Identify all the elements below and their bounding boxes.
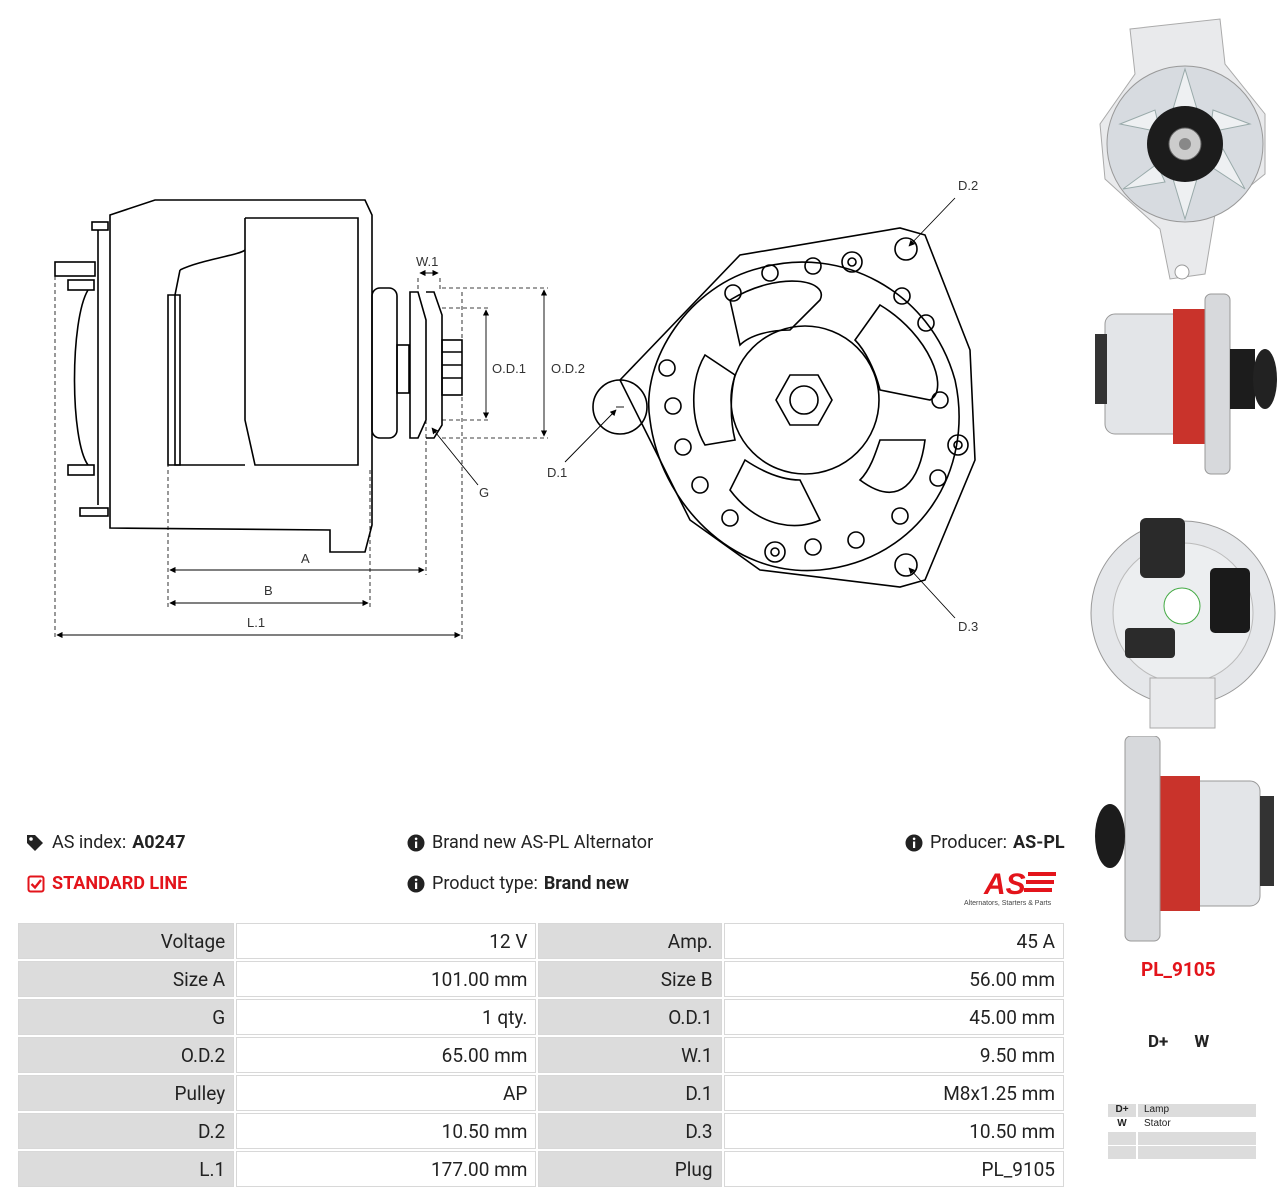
spec-value: 45.00 mm — [723, 999, 1064, 1035]
spec-value: 101.00 mm — [236, 961, 537, 997]
standard-line-row: STANDARD LINE — [26, 873, 187, 894]
spec-value: 177.00 mm — [236, 1151, 537, 1187]
photo-front[interactable] — [1085, 14, 1280, 284]
legend-pin: W — [1117, 1118, 1127, 1129]
spec-label: Amp. — [538, 923, 722, 959]
spec-value: M8x1.25 mm — [723, 1075, 1064, 1111]
label-od1: O.D.1 — [492, 361, 526, 376]
info-icon — [904, 833, 924, 853]
as-index-value: A0247 — [132, 832, 186, 853]
product-type-label: Product type: — [432, 873, 538, 894]
photo-angle[interactable] — [1085, 736, 1280, 946]
spec-value: 10.50 mm — [236, 1113, 537, 1149]
checkbox-checked-icon — [26, 874, 46, 894]
side-view — [54, 199, 463, 553]
label-a: A — [301, 551, 310, 566]
technical-drawing: W.1 O.D.1 O.D.2 G A B L.1 — [54, 178, 978, 640]
spec-label: D.1 — [538, 1075, 722, 1111]
logo-tagline: Alternators, Starters & Parts — [964, 900, 1052, 907]
spec-label: Plug — [538, 1151, 722, 1187]
pin-dplus: D+ — [1148, 1032, 1169, 1052]
brand-text: Brand new AS-PL Alternator — [432, 832, 654, 853]
photo-rear[interactable] — [1085, 488, 1280, 738]
spec-value: 45 A — [723, 923, 1064, 959]
label-d3: D.3 — [958, 619, 978, 634]
logo-text: AS — [983, 868, 1026, 901]
spec-label: W.1 — [538, 1037, 722, 1073]
legend-pin — [1108, 1146, 1136, 1159]
front-view — [592, 227, 976, 588]
info-icon — [406, 874, 426, 894]
spec-label: Size A — [18, 961, 235, 997]
producer-row: Producer: AS-PL — [904, 832, 1065, 853]
spec-label: O.D.1 — [538, 999, 722, 1035]
legend-row — [1108, 1146, 1256, 1159]
label-g: G — [479, 485, 489, 500]
legend-desc — [1138, 1146, 1256, 1159]
spec-label: Pulley — [18, 1075, 235, 1111]
spec-value: 12 V — [236, 923, 537, 959]
legend-row — [1108, 1132, 1256, 1145]
producer-label: Producer: — [930, 832, 1008, 853]
legend-desc: Lamp — [1138, 1104, 1256, 1117]
label-b: B — [264, 583, 273, 598]
legend-pin: D+ — [1108, 1104, 1136, 1117]
legend-desc — [1138, 1132, 1256, 1145]
as-index-label: AS index: — [52, 832, 127, 853]
spec-label: O.D.2 — [18, 1037, 235, 1073]
spec-value: 1 qty. — [236, 999, 537, 1035]
legend-pin — [1108, 1132, 1136, 1145]
as-pl-logo: AS Alternators, Starters & Parts — [962, 864, 1070, 908]
tags-icon — [26, 833, 46, 853]
label-d2: D.2 — [958, 178, 978, 193]
legend-row: W Stator — [1108, 1118, 1256, 1131]
spec-value: 65.00 mm — [236, 1037, 537, 1073]
product-type-value: Brand new — [543, 873, 629, 894]
spec-label: D.3 — [538, 1113, 722, 1149]
spec-value: PL_9105 — [723, 1151, 1064, 1187]
spec-value: 56.00 mm — [723, 961, 1064, 997]
label-l1: L.1 — [247, 615, 265, 630]
technical-drawing-svg: W.1 O.D.1 O.D.2 G A B L.1 — [54, 178, 978, 640]
spec-value: AP — [236, 1075, 537, 1111]
label-w1: W.1 — [416, 254, 438, 269]
spec-value: 9.50 mm — [723, 1037, 1064, 1073]
photo-side[interactable] — [1085, 284, 1280, 484]
producer-value: AS-PL — [1013, 832, 1065, 853]
spec-value: 10.50 mm — [723, 1113, 1064, 1149]
as-index-row: AS index: A0247 — [26, 832, 186, 853]
product-type-row: Product type: Brand new — [406, 873, 629, 894]
plug-name[interactable]: PL_9105 — [1141, 958, 1216, 981]
spec-label: G — [18, 999, 235, 1035]
spec-label: Voltage — [18, 923, 235, 959]
spec-label: Size B — [538, 961, 722, 997]
label-od2: O.D.2 — [551, 361, 585, 376]
pin-w: W — [1194, 1032, 1210, 1052]
spec-label: D.2 — [18, 1113, 235, 1149]
legend-desc: Stator — [1144, 1118, 1171, 1129]
standard-line-label: STANDARD LINE — [52, 873, 188, 894]
legend-row: D+Lamp — [1108, 1104, 1256, 1117]
spec-label: L.1 — [18, 1151, 235, 1187]
brand-row: Brand new AS-PL Alternator — [406, 832, 653, 853]
plug-pins: D+ W — [1148, 1032, 1209, 1052]
label-d1: D.1 — [547, 465, 567, 480]
info-icon — [406, 833, 426, 853]
